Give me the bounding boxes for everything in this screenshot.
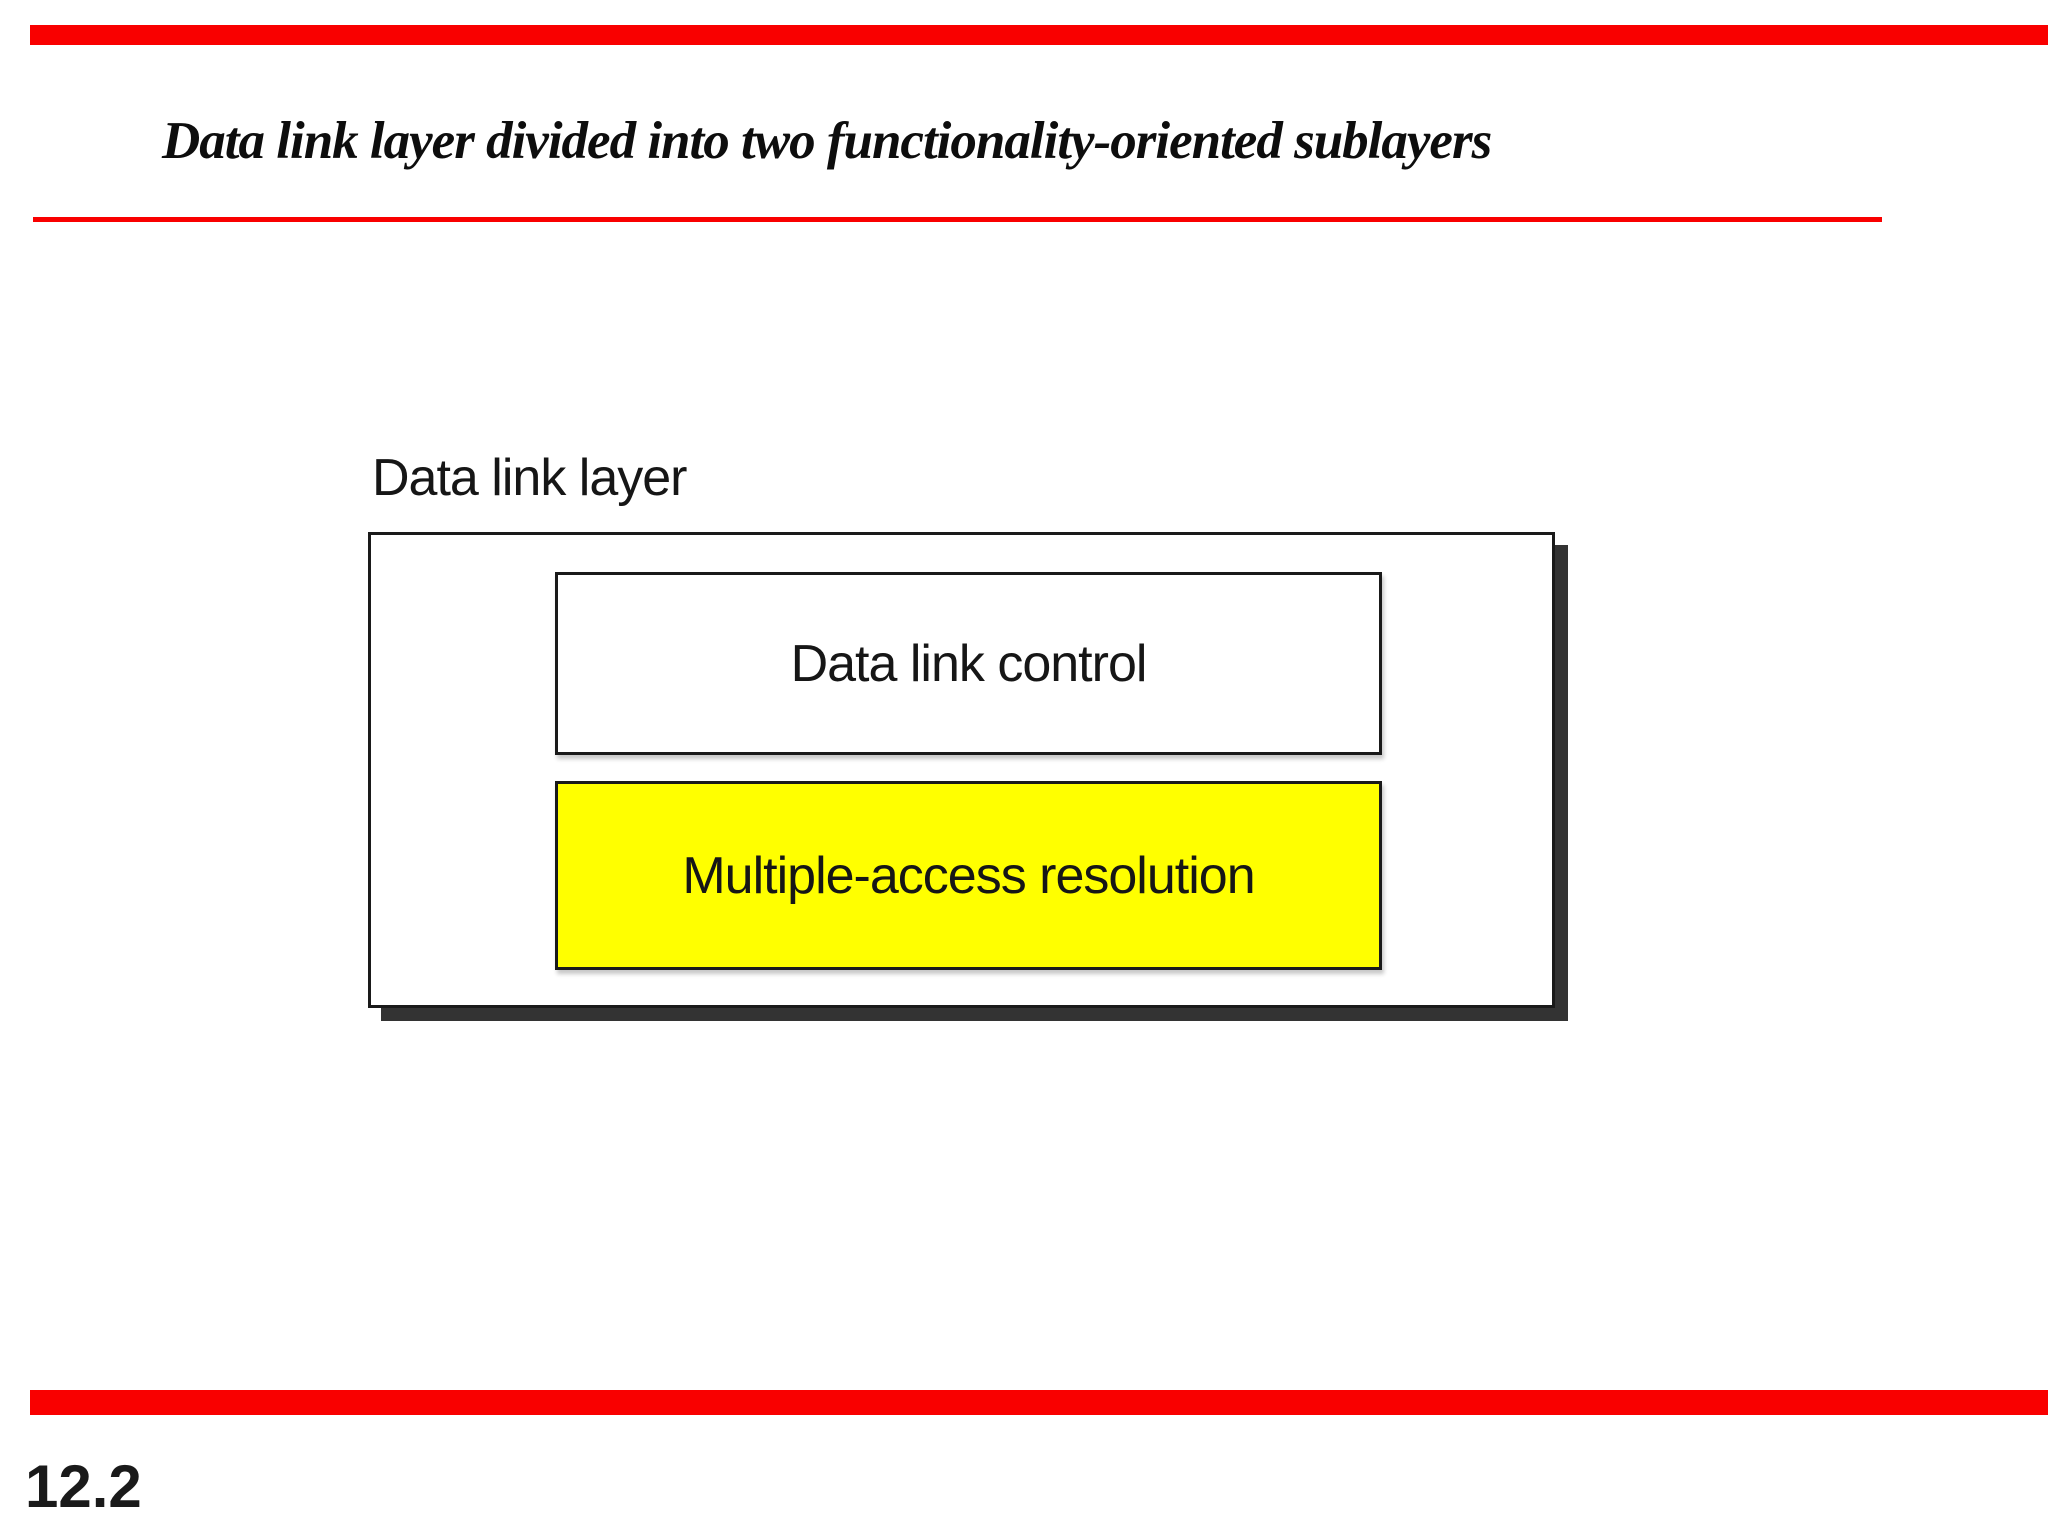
top-accent-bar: [30, 25, 2048, 45]
bottom-accent-bar: [30, 1390, 2048, 1415]
sublayer-label-data-link-control: Data link control: [790, 634, 1148, 693]
page-number: 12.2: [25, 1453, 142, 1520]
title-underline: [33, 217, 1882, 222]
sublayer-box-data-link-control: Data link control: [555, 572, 1382, 755]
data-link-layer-box: Data link control Multiple-access resolu…: [368, 532, 1555, 1008]
sublayer-box-multiple-access-resolution: Multiple-access resolution: [555, 781, 1382, 970]
slide-title: Data link layer divided into two functio…: [162, 112, 1492, 170]
sublayer-label-multiple-access-resolution: Multiple-access resolution: [682, 846, 1255, 905]
diagram-label: Data link layer: [372, 449, 687, 507]
